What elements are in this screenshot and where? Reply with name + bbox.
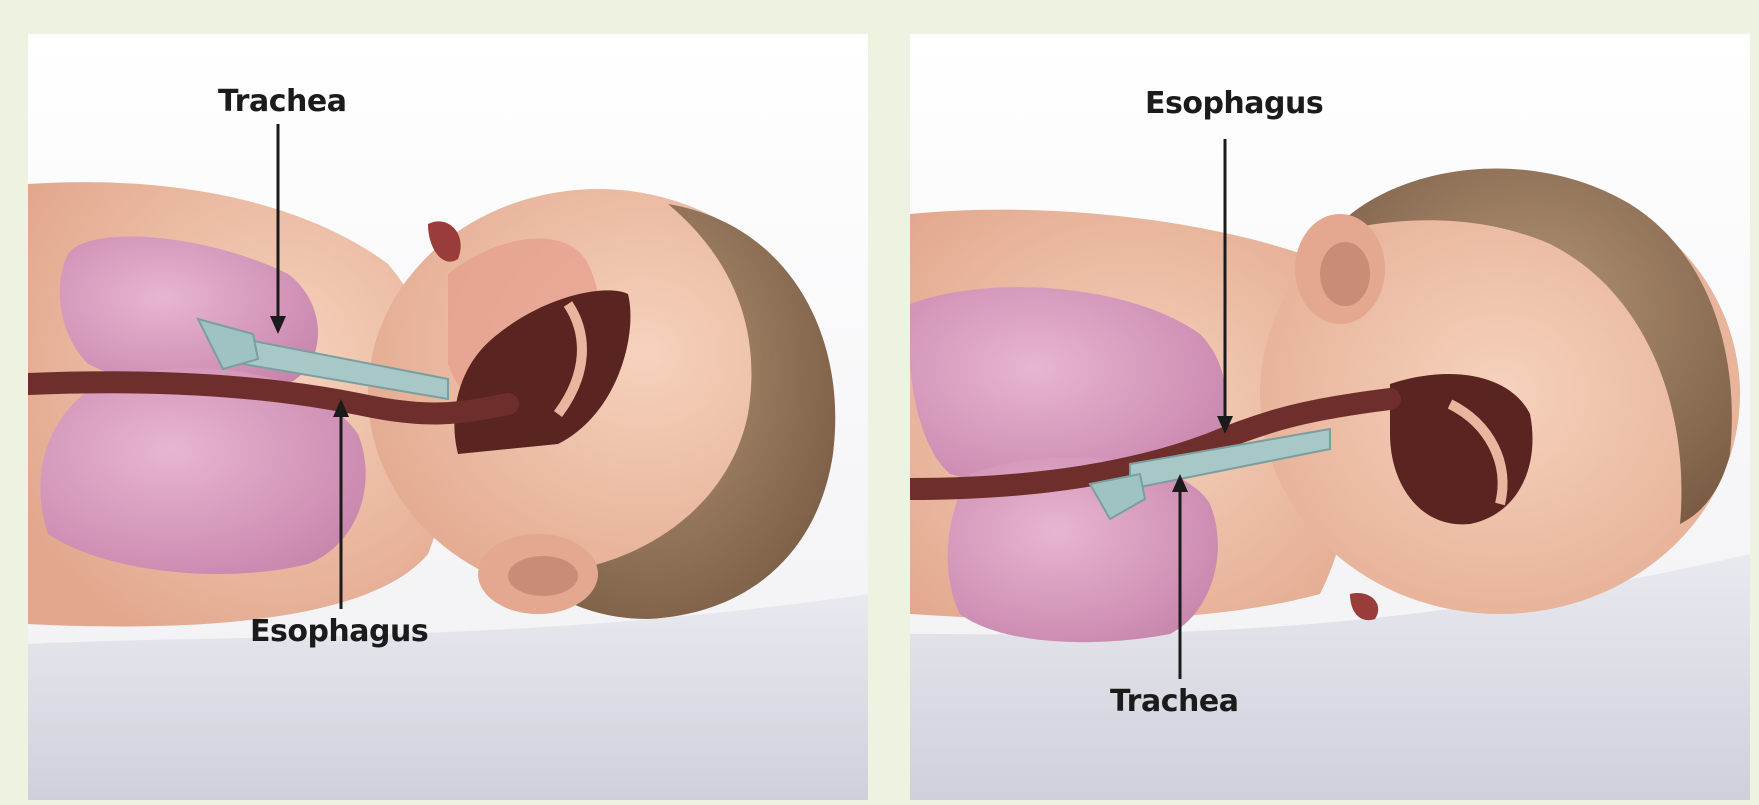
prone-baby-illustration (910, 34, 1750, 800)
supine-baby-illustration (28, 34, 868, 800)
esophagus-label: Esophagus (1145, 86, 1323, 121)
panel-supine-baby: Trachea Esophagus (28, 34, 868, 800)
trachea-label: Trachea (218, 84, 346, 119)
esophagus-label: Esophagus (250, 614, 428, 649)
panel-prone-baby: Esophagus Trachea (910, 34, 1750, 800)
trachea-label: Trachea (1110, 684, 1238, 719)
